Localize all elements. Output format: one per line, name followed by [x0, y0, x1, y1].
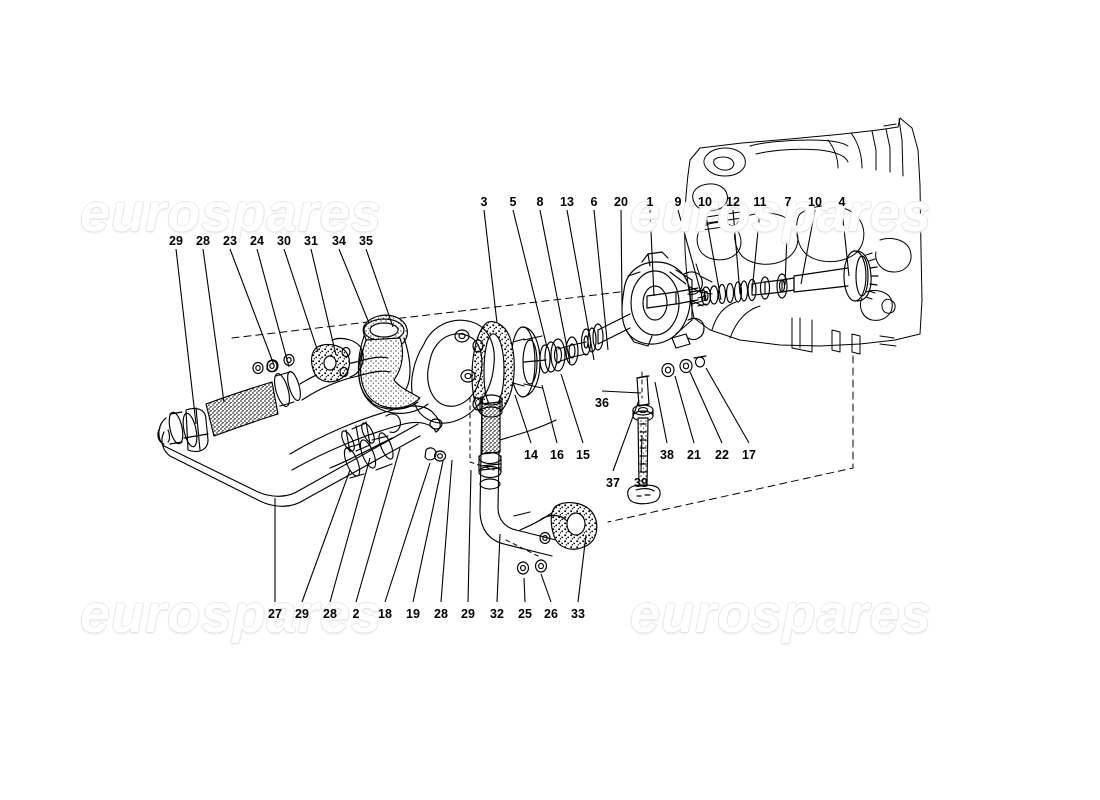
lower-outlet-pipe — [478, 394, 598, 575]
leader-line-21 — [674, 375, 695, 444]
leader-line-1 — [649, 209, 655, 297]
callout-number-32: 32 — [490, 607, 504, 621]
callout-number-34: 34 — [332, 234, 346, 248]
leader-line-7 — [784, 209, 789, 286]
leader-line-16 — [541, 384, 558, 444]
leader-line-8 — [539, 209, 571, 364]
callout-number-15: 15 — [576, 448, 590, 462]
callout-number-19: 19 — [406, 607, 420, 621]
leader-line-3 — [483, 209, 498, 324]
leader-line-32 — [496, 533, 501, 603]
leader-line-33 — [577, 534, 587, 603]
callout-number-20: 20 — [614, 195, 628, 209]
callout-number-26: 26 — [544, 607, 558, 621]
leader-line-30 — [283, 248, 319, 353]
callout-number-29: 29 — [169, 234, 183, 248]
callout-number-28: 28 — [196, 234, 210, 248]
callout-number-10: 10 — [698, 195, 712, 209]
leader-line-20 — [620, 209, 623, 307]
callout-number-27: 27 — [268, 607, 282, 621]
leader-line-4 — [841, 209, 850, 277]
leader-line-11 — [751, 209, 761, 293]
callout-number-1: 1 — [646, 195, 654, 209]
callout-number-24: 24 — [250, 234, 264, 248]
leader-line-24 — [256, 248, 290, 368]
callout-number-13: 13 — [560, 195, 574, 209]
leader-line-2 — [355, 447, 401, 603]
callout-number-29: 29 — [295, 607, 309, 621]
leader-line-14 — [514, 394, 532, 444]
callout-number-31: 31 — [304, 234, 318, 248]
callout-number-12: 12 — [726, 195, 740, 209]
leader-line-12 — [732, 209, 741, 295]
leader-line-36 — [601, 390, 642, 394]
leader-line-28 — [202, 248, 225, 403]
callout-number-8: 8 — [536, 195, 544, 209]
callout-number-5: 5 — [509, 195, 517, 209]
pump-inlet-elbow — [289, 314, 495, 471]
small-seal-rings — [252, 361, 264, 375]
callout-number-28: 28 — [323, 607, 337, 621]
assembly-axis-dashed — [231, 291, 854, 523]
callout-number-4: 4 — [838, 195, 846, 209]
leader-line-10 — [704, 209, 722, 301]
callout-number-9: 9 — [674, 195, 682, 209]
bolt-stud-group — [627, 375, 661, 505]
callout-number-25: 25 — [518, 607, 532, 621]
leader-line-29 — [467, 469, 472, 603]
callout-number-17: 17 — [742, 448, 756, 462]
leader-line-6 — [593, 209, 609, 351]
leader-line-28 — [329, 457, 371, 603]
leader-line-29 — [301, 469, 351, 603]
leader-line-22 — [689, 371, 723, 444]
callout-number-30: 30 — [277, 234, 291, 248]
leader-line-18 — [384, 462, 431, 603]
leader-line-23 — [229, 248, 275, 366]
leader-line-17 — [705, 367, 750, 444]
leader-line-34 — [338, 248, 370, 324]
callout-number-22: 22 — [715, 448, 729, 462]
callout-number-35: 35 — [359, 234, 373, 248]
water-pump-housing — [621, 251, 707, 349]
callout-number-23: 23 — [223, 234, 237, 248]
callout-number-14: 14 — [524, 448, 538, 462]
leader-line-39 — [640, 434, 643, 472]
callout-number-6: 6 — [590, 195, 598, 209]
leader-line-19 — [412, 460, 444, 603]
leader-line-31 — [310, 248, 337, 356]
callout-number-2: 2 — [352, 607, 360, 621]
callout-number-10: 10 — [808, 195, 822, 209]
callout-number-28: 28 — [434, 607, 448, 621]
leader-line-26 — [540, 573, 552, 603]
leader-line-9 — [677, 209, 704, 301]
callout-number-21: 21 — [687, 448, 701, 462]
callout-leader-lines — [175, 209, 850, 603]
callout-number-38: 38 — [660, 448, 674, 462]
callout-number-16: 16 — [550, 448, 564, 462]
pump-drive-shaft — [697, 250, 879, 307]
leader-line-37 — [612, 399, 640, 472]
engine-block-outline — [684, 117, 923, 355]
callout-number-37: 37 — [606, 476, 620, 490]
leader-line-28 — [440, 459, 453, 603]
leader-line-29 — [175, 248, 197, 425]
leader-line-10 — [800, 209, 816, 285]
leader-line-25 — [523, 577, 526, 603]
leader-line-15 — [560, 373, 584, 444]
leader-line-38 — [654, 381, 668, 444]
callout-number-11: 11 — [753, 195, 767, 209]
callout-number-7: 7 — [784, 195, 792, 209]
left-hose-assembly — [157, 337, 421, 507]
callout-number-39: 39 — [634, 476, 648, 490]
callout-number-3: 3 — [480, 195, 488, 209]
callout-number-33: 33 — [571, 607, 585, 621]
fastener-cluster-right — [661, 355, 707, 378]
callout-number-36: 36 — [595, 396, 609, 410]
leader-line-35 — [365, 248, 394, 328]
callout-number-29: 29 — [461, 607, 475, 621]
callout-number-18: 18 — [378, 607, 392, 621]
leader-line-5 — [512, 209, 548, 348]
leader-line-13 — [566, 209, 595, 361]
